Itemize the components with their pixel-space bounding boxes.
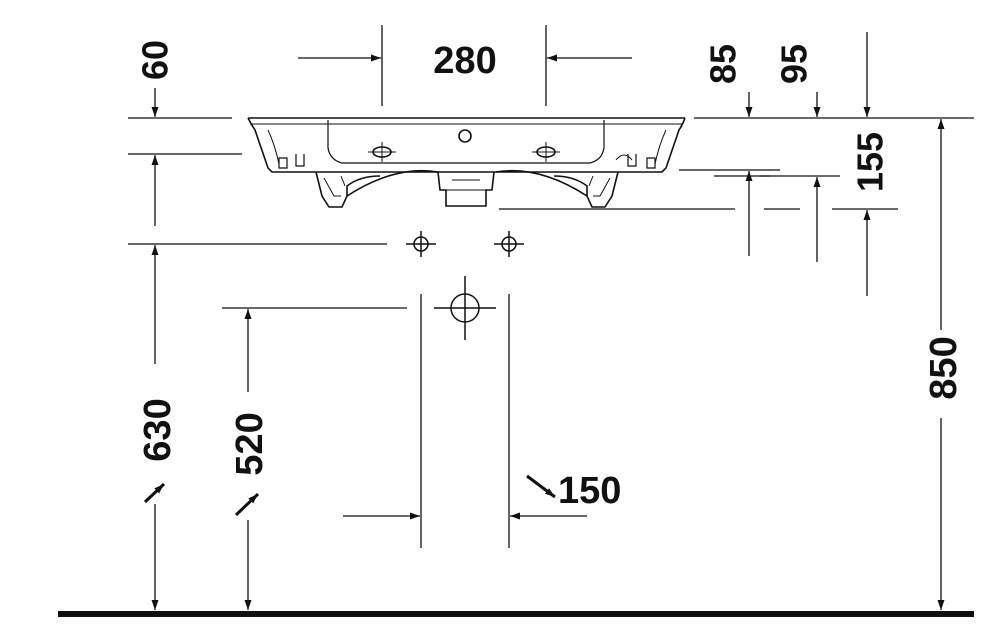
dim-label-520: 520 xyxy=(229,412,271,475)
dim-label-95: 95 xyxy=(774,44,815,84)
washbasin-outline xyxy=(247,117,686,208)
dim-label-850: 850 xyxy=(923,336,965,399)
connection-points xyxy=(406,231,524,340)
dimension-arrows xyxy=(151,32,945,610)
leader-arrows xyxy=(143,474,556,517)
extension-lines xyxy=(128,25,974,548)
floor-line xyxy=(58,611,974,617)
dim-label-630: 630 xyxy=(137,398,179,461)
dim-label-150: 150 xyxy=(558,470,621,512)
dim-label-155: 155 xyxy=(850,132,891,192)
dim-label-280: 280 xyxy=(433,40,496,82)
dim-label-60: 60 xyxy=(135,40,176,80)
dim-label-85: 85 xyxy=(703,44,744,84)
